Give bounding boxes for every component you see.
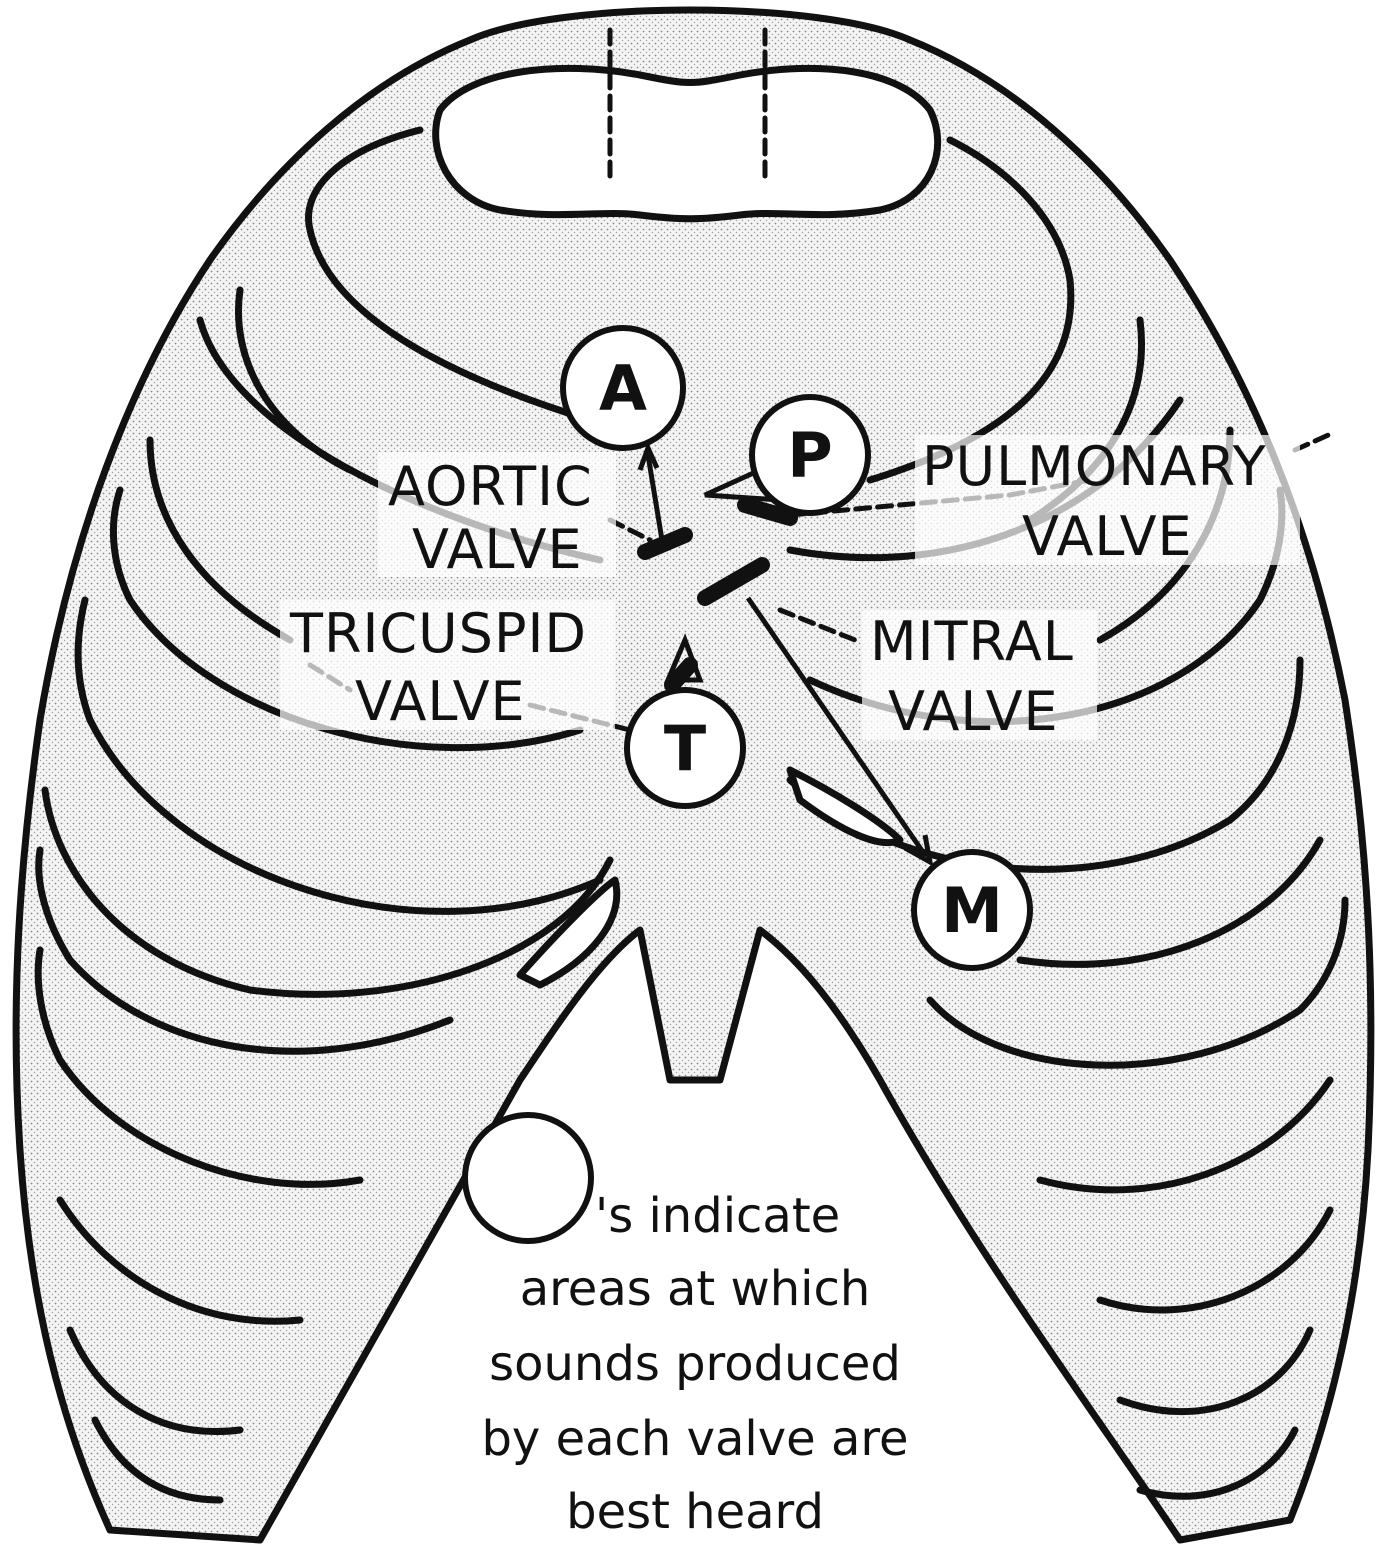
- pulmonary-leader-end: [1295, 432, 1335, 450]
- svg-text:P: P: [787, 419, 832, 492]
- legend-line-5: best heard: [566, 1484, 824, 1540]
- label-aortic-valve: AORTIC VALVE: [378, 452, 616, 581]
- svg-text:MITRAL: MITRAL: [870, 610, 1074, 673]
- svg-text:VALVE: VALVE: [355, 670, 526, 733]
- svg-text:A: A: [599, 352, 647, 425]
- svg-text:VALVE: VALVE: [1022, 505, 1193, 568]
- svg-text:M: M: [941, 874, 1003, 947]
- svg-text:VALVE: VALVE: [412, 518, 583, 581]
- legend-circle-symbol: [465, 1115, 591, 1241]
- legend: 's indicate areas at which sounds produc…: [465, 1115, 909, 1540]
- auscultation-point-pulmonary: P: [752, 397, 868, 513]
- legend-line-1: 's indicate: [595, 1188, 840, 1244]
- svg-text:AORTIC: AORTIC: [388, 455, 593, 518]
- svg-text:VALVE: VALVE: [888, 680, 1059, 743]
- label-pulmonary-valve: PULMONARY VALVE: [915, 435, 1300, 568]
- auscultation-point-tricuspid: T: [627, 690, 743, 806]
- auscultation-point-mitral: M: [914, 852, 1030, 968]
- legend-line-2: areas at which: [520, 1261, 871, 1317]
- auscultation-point-aortic: A: [563, 328, 683, 448]
- label-mitral-valve: MITRAL VALVE: [862, 610, 1097, 743]
- legend-line-4: by each valve are: [481, 1411, 908, 1467]
- svg-text:TRICUSPID: TRICUSPID: [289, 602, 587, 665]
- svg-text:PULMONARY: PULMONARY: [922, 435, 1267, 498]
- legend-line-3: sounds produced: [489, 1336, 901, 1392]
- sternum: [436, 68, 938, 218]
- svg-text:T: T: [664, 712, 706, 785]
- label-tricuspid-valve: TRICUSPID VALVE: [280, 600, 615, 733]
